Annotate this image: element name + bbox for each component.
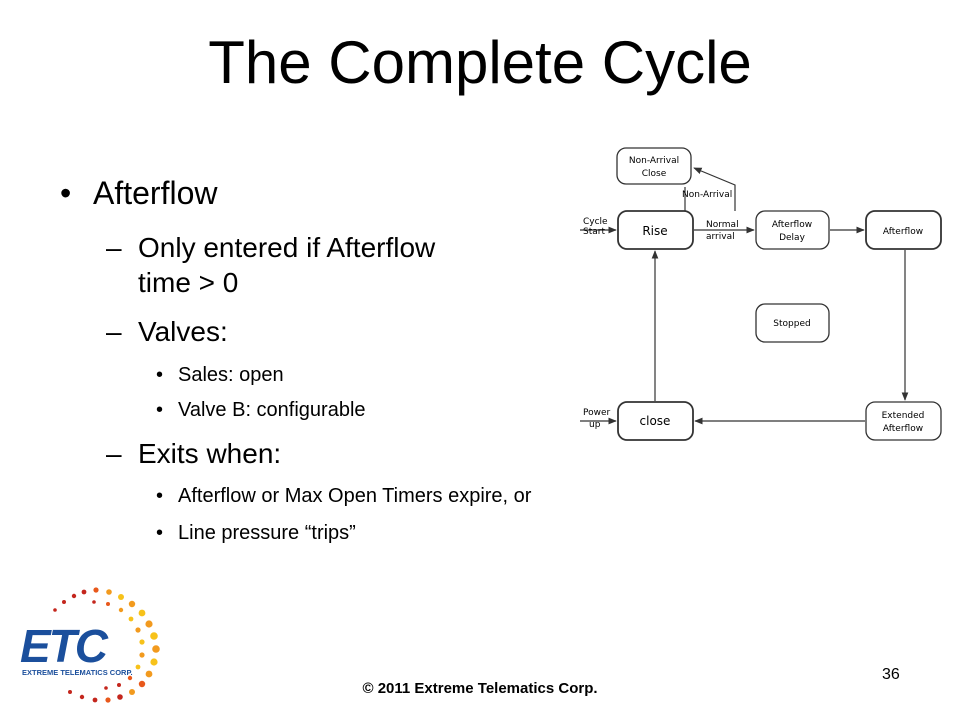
page-number: 36 bbox=[882, 666, 900, 683]
state-label: Extended bbox=[882, 411, 925, 421]
transition-label: Start bbox=[583, 227, 605, 237]
transition-power-up: Power up bbox=[580, 408, 617, 430]
transition-label: Power bbox=[583, 408, 611, 418]
state-label: close bbox=[640, 414, 671, 428]
state-label: Afterflow bbox=[772, 220, 812, 230]
sub-subbullet-text: Sales: open bbox=[178, 364, 284, 386]
slide-title: The Complete Cycle bbox=[208, 29, 752, 96]
transition-label: Non-Arrival bbox=[682, 190, 732, 200]
transition-label: Cycle bbox=[583, 217, 608, 227]
state-label: Afterflow bbox=[883, 227, 923, 237]
dash-marker: – bbox=[106, 316, 122, 347]
state-label: Rise bbox=[642, 224, 667, 238]
state-afterflow: Afterflow bbox=[865, 210, 942, 250]
subbullet-text-line2: time > 0 bbox=[138, 267, 239, 298]
etc-logo: ETC EXTREME TELEMATICS CORP. bbox=[20, 587, 160, 703]
state-diagram: Non-Arrival Close Rise Afterflow Delay A… bbox=[580, 147, 942, 441]
bullet-text: Afterflow bbox=[93, 175, 218, 211]
bullet-marker: • bbox=[156, 399, 164, 421]
state-rise: Rise bbox=[617, 210, 694, 250]
transition-non-arrival: Non-Arrival bbox=[682, 167, 736, 211]
logo-tagline: EXTREME TELEMATICS CORP. bbox=[22, 668, 133, 677]
state-non-arrival-close: Non-Arrival Close bbox=[616, 147, 692, 185]
transition-label: arrival bbox=[706, 232, 735, 242]
state-label: Non-Arrival bbox=[629, 156, 679, 166]
transition-cycle-start: Cycle Start bbox=[580, 217, 617, 237]
state-label: Delay bbox=[779, 233, 805, 243]
dash-marker: – bbox=[106, 438, 122, 469]
transition-label: up bbox=[589, 420, 601, 430]
subbullet-text: Exits when: bbox=[138, 438, 282, 469]
state-afterflow-delay: Afterflow Delay bbox=[755, 210, 830, 250]
logo-sunburst-icon bbox=[53, 587, 160, 703]
bullet-marker: • bbox=[156, 485, 164, 507]
transition-normal-arrival: Normal arrival bbox=[694, 220, 755, 242]
state-stopped: Stopped bbox=[755, 303, 830, 343]
copyright-footer: © 2011 Extreme Telematics Corp. bbox=[362, 680, 598, 697]
logo-wordmark: ETC bbox=[20, 620, 109, 672]
subbullet-text: Valves: bbox=[138, 316, 228, 347]
subbullet-text-line1: Only entered if Afterflow bbox=[138, 232, 436, 263]
dash-marker: – bbox=[106, 232, 122, 263]
state-label: Stopped bbox=[773, 319, 810, 329]
transition-label: Normal bbox=[706, 220, 739, 230]
state-label: Close bbox=[642, 169, 667, 179]
state-extended-afterflow: Extended Afterflow bbox=[865, 401, 942, 441]
sub-subbullet-text: Line pressure “trips” bbox=[178, 522, 356, 544]
sub-subbullet-text: Afterflow or Max Open Timers expire, or bbox=[178, 485, 532, 507]
sub-subbullet-text: Valve B: configurable bbox=[178, 399, 366, 421]
state-label: Afterflow bbox=[883, 424, 923, 434]
bullet-marker: • bbox=[156, 522, 164, 544]
bullet-marker: • bbox=[156, 364, 164, 386]
bullet-marker: • bbox=[60, 175, 72, 211]
state-close: close bbox=[617, 401, 694, 441]
